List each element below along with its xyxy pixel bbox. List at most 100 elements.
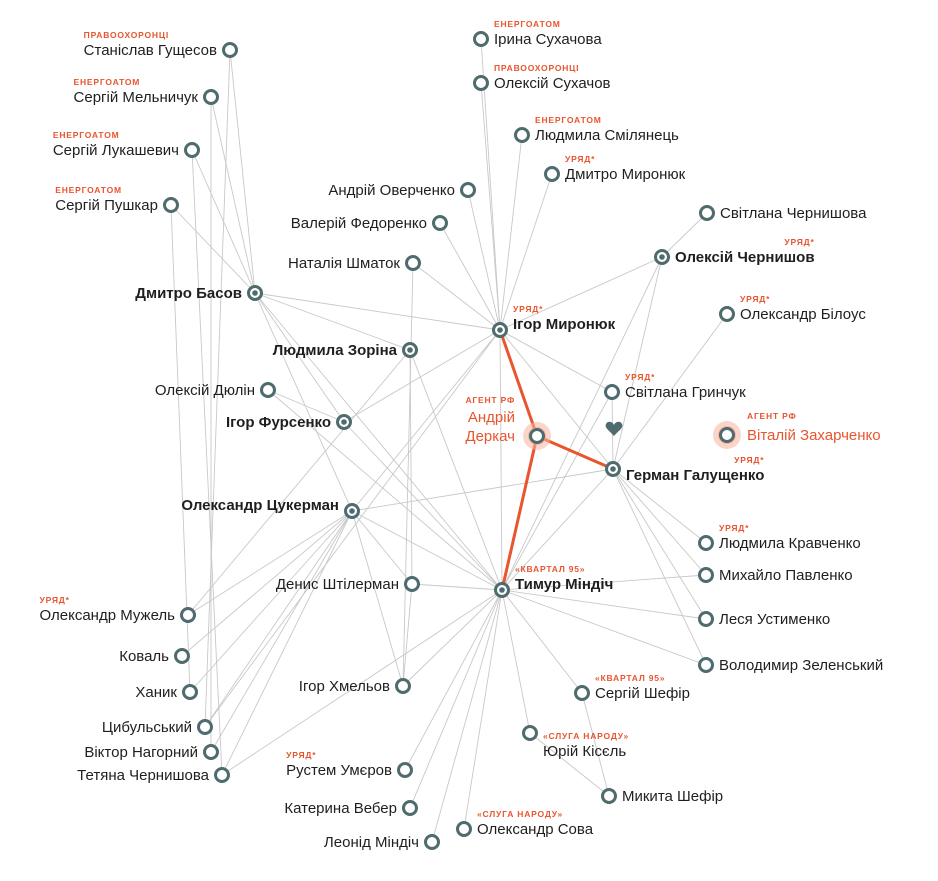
node-circle[interactable] <box>719 306 735 322</box>
node-fedorenko[interactable]: Валерій Федоренко <box>291 215 448 232</box>
node-circle[interactable] <box>180 607 196 623</box>
node-chernyshova_s[interactable]: Світлана Чернишова <box>699 205 868 222</box>
node-circle[interactable] <box>260 382 276 398</box>
node-circle[interactable] <box>432 215 448 231</box>
edge-chernyshova_s-chernyshov <box>661 212 708 258</box>
node-label: Дмитро Басов <box>135 285 242 302</box>
node-circle[interactable] <box>197 719 213 735</box>
edges-layer <box>170 38 728 843</box>
node-label: Андрій Оверченко <box>328 182 455 199</box>
node-kisel[interactable]: Юрій Кісєль«СЛУГА НАРОДУ» <box>522 725 630 761</box>
node-circle[interactable] <box>514 127 530 143</box>
node-circle[interactable] <box>174 648 190 664</box>
node-circle[interactable] <box>522 725 538 741</box>
node-tag: УРЯД* <box>513 304 543 314</box>
node-circle[interactable] <box>424 834 440 850</box>
node-khmelov[interactable]: Ігор Хмельов <box>299 678 411 695</box>
edge-halushchenko-ustymenko <box>612 468 707 620</box>
node-fursenko[interactable]: Ігор Фурсенко <box>226 414 352 431</box>
edge-fedorenko-myroniuk_i <box>439 222 501 331</box>
node-tsybulskyi[interactable]: Цибульський <box>102 719 213 736</box>
node-tag: ЕНЕРГОАТОМ <box>74 77 141 87</box>
node-circle[interactable] <box>214 767 230 783</box>
node-koval[interactable]: Коваль <box>119 648 190 665</box>
node-ustymenko[interactable]: Леся Устименко <box>698 611 831 628</box>
node-sova[interactable]: Олександр Сова«СЛУГА НАРОДУ» <box>456 809 594 838</box>
node-shmatok[interactable]: Наталія Шматок <box>288 255 421 272</box>
node-circle[interactable] <box>203 744 219 760</box>
node-circle[interactable] <box>473 31 489 47</box>
node-shefir_m[interactable]: Микита Шефір <box>601 788 724 805</box>
node-circle[interactable] <box>203 89 219 105</box>
edge-kisel-shefir_m <box>529 732 610 797</box>
node-circle[interactable] <box>719 427 735 443</box>
node-shefir_s[interactable]: Сергій Шефір«КВАРТАЛ 95» <box>574 673 690 702</box>
node-circle[interactable] <box>182 684 198 700</box>
node-circle[interactable] <box>699 205 715 221</box>
edge-zorina-muzhel <box>187 349 411 616</box>
node-veber[interactable]: Катерина Вебер <box>284 800 418 817</box>
node-circle[interactable] <box>163 197 179 213</box>
node-circle[interactable] <box>460 182 476 198</box>
node-mindich_t[interactable]: Тимур Міндіч«КВАРТАЛ 95» <box>494 564 614 598</box>
node-mindich_l[interactable]: Леонід Міндіч <box>324 834 440 851</box>
node-circle[interactable] <box>698 567 714 583</box>
node-khanyk[interactable]: Ханик <box>135 684 198 701</box>
node-circle[interactable] <box>604 384 620 400</box>
node-circle[interactable] <box>222 42 238 58</box>
node-circle[interactable] <box>397 762 413 778</box>
node-circle[interactable] <box>184 142 200 158</box>
edge-fursenko-diulin <box>267 389 345 423</box>
node-tsukerman[interactable]: Олександр Цукерман <box>181 497 360 519</box>
node-circle[interactable] <box>698 657 714 673</box>
node-circle[interactable] <box>402 800 418 816</box>
node-zorina[interactable]: Людмила Зоріна <box>273 342 418 359</box>
node-circle[interactable] <box>395 678 411 694</box>
node-circle[interactable] <box>473 75 489 91</box>
node-shtilerman[interactable]: Денис Штілерман <box>276 576 420 593</box>
node-circle[interactable] <box>405 255 421 271</box>
node-circle[interactable] <box>544 166 560 182</box>
edge-halushchenko-tsukerman <box>351 468 614 512</box>
edge-myroniuk_d-myroniuk_i <box>499 173 553 331</box>
node-overchenko[interactable]: Андрій Оверченко <box>328 182 476 199</box>
node-center-dot <box>499 587 505 593</box>
node-circle[interactable] <box>574 685 590 701</box>
node-label: Віталій Захарченко <box>747 427 881 444</box>
node-chernyshova_t[interactable]: Тетяна Чернишова <box>77 767 230 784</box>
edge-myroniuk_i-hrynchuk <box>499 329 613 393</box>
node-circle[interactable] <box>456 821 472 837</box>
node-diulin[interactable]: Олексій Дюлін <box>155 382 276 399</box>
node-pavlenko[interactable]: Михайло Павленко <box>698 567 853 584</box>
node-circle[interactable] <box>698 611 714 627</box>
node-label: Світлана Чернишова <box>720 205 867 222</box>
node-circle[interactable] <box>698 535 714 551</box>
edge-hrynchuk-mindich_t <box>501 391 613 591</box>
node-nahornyi[interactable]: Віктор Нагорний <box>84 744 219 761</box>
node-circle[interactable] <box>601 788 617 804</box>
node-circle[interactable] <box>404 576 420 592</box>
node-basov[interactable]: Дмитро Басов <box>135 285 263 302</box>
node-label: Сергій Лукашевич <box>53 142 179 159</box>
node-zelenskyi[interactable]: Володимир Зеленський <box>698 657 884 674</box>
node-circle[interactable] <box>529 428 545 444</box>
node-tag: ЕНЕРГОАТОМ <box>55 185 122 195</box>
